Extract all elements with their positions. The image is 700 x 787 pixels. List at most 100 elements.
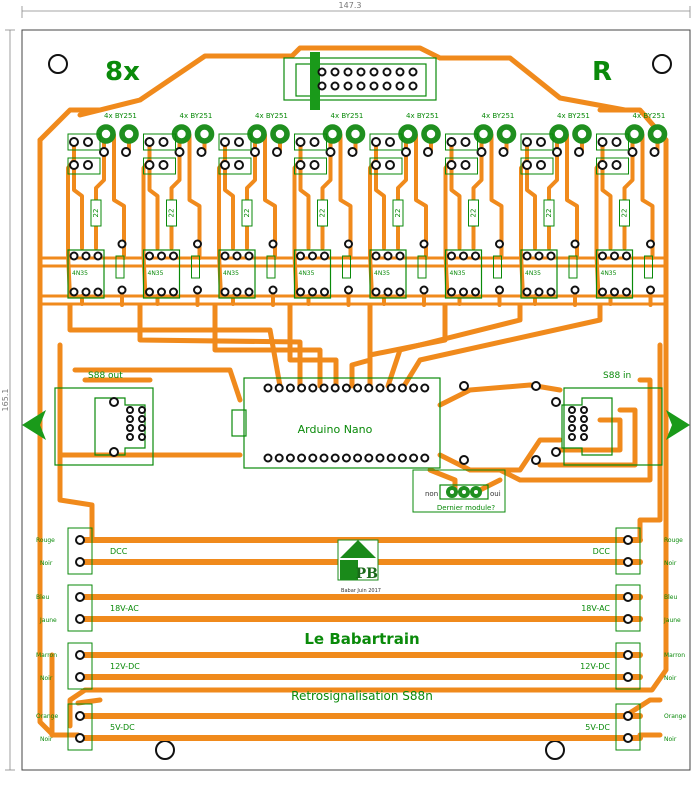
- pad: [81, 251, 91, 261]
- pad: [371, 251, 381, 261]
- pad: [646, 285, 655, 295]
- rail-name-right: 12V-DC: [580, 662, 610, 671]
- board-subtitle: Retrosignalisation S88n: [291, 689, 433, 703]
- channel-trace: [414, 133, 428, 260]
- pad: [580, 424, 588, 432]
- pad: [409, 383, 419, 393]
- pad: [551, 397, 561, 407]
- diode-outline: [218, 133, 252, 151]
- s88-in-label: S88 in: [603, 371, 631, 381]
- pad: [109, 397, 119, 407]
- width-dimension-label: 147.3: [339, 1, 362, 10]
- pad: [83, 137, 93, 147]
- pad: [285, 383, 295, 393]
- pad: [623, 650, 633, 660]
- resistor-outline: [90, 199, 102, 227]
- wire-color-bottom-left: Noir: [40, 560, 53, 567]
- ribbon-header: [283, 52, 437, 110]
- s88-in-connector: S88 in: [551, 371, 663, 466]
- last-module-jumper: non oui Dernier module?: [412, 469, 506, 513]
- side-resistor: [191, 255, 200, 279]
- pad: [460, 160, 471, 170]
- pad: [371, 137, 381, 147]
- resistor-value: 22: [621, 209, 629, 218]
- side-resistor: [266, 255, 276, 279]
- pad: [551, 447, 561, 457]
- pad: [646, 239, 655, 249]
- diode-outline: [520, 133, 554, 151]
- pad: [220, 287, 230, 297]
- resistor-outline: [241, 199, 253, 227]
- terminal-pad: [322, 124, 343, 144]
- pad: [274, 453, 284, 463]
- diode-outline: [67, 157, 101, 175]
- diode-outline: [143, 133, 176, 151]
- pad: [382, 81, 392, 91]
- pad: [622, 251, 631, 261]
- optocoupler-label: 4N35: [374, 270, 390, 277]
- pad: [568, 415, 576, 423]
- pad: [330, 453, 340, 463]
- pad: [356, 81, 366, 91]
- misc-pads: [459, 381, 541, 465]
- pad: [598, 251, 607, 261]
- pad: [580, 433, 588, 441]
- wire-color-bottom-right: Noir: [664, 675, 677, 682]
- terminal-block-right: [615, 584, 641, 632]
- channel-trace: [187, 133, 202, 260]
- wire-color-top-left: Orange: [36, 713, 58, 720]
- resistor-outline: [543, 199, 555, 227]
- pad: [353, 453, 363, 463]
- pad: [623, 711, 633, 721]
- diode-outline: [445, 133, 478, 151]
- channel-trace: [112, 133, 126, 260]
- diode-label: 4x BY251: [406, 112, 439, 120]
- diode-label: 4x BY251: [557, 112, 590, 120]
- terminal-block-left: [67, 584, 93, 632]
- pad: [459, 251, 468, 261]
- pad: [375, 453, 385, 463]
- wire-color-top-left: Rouge: [36, 537, 55, 544]
- pad: [268, 285, 278, 295]
- resistor-value: 22: [168, 209, 176, 218]
- pad: [232, 251, 242, 261]
- pad: [75, 733, 85, 743]
- wire-color-top-right: Bleu: [664, 594, 677, 601]
- pad: [69, 251, 79, 261]
- terminal-pad: [119, 124, 139, 144]
- pad: [244, 251, 254, 261]
- wire-color-top-right: Marron: [664, 652, 685, 659]
- resistor-outline: [392, 199, 404, 227]
- terminal-pad: [647, 124, 668, 144]
- diode-label: 4x BY251: [180, 112, 213, 120]
- resistor-value: 22: [394, 209, 402, 218]
- pad: [69, 287, 79, 297]
- terminal-pad: [496, 124, 517, 144]
- terminal-pad: [171, 124, 192, 144]
- wire-color-bottom-right: Jaune: [663, 617, 681, 624]
- diode-label: 4x BY251: [331, 112, 364, 120]
- optocoupler-outline: [293, 249, 332, 299]
- pad: [409, 453, 419, 463]
- pad: [341, 383, 351, 393]
- pad: [385, 137, 395, 147]
- pad: [75, 614, 85, 624]
- pad: [234, 137, 244, 147]
- terminal-pad: [194, 124, 215, 144]
- diode-outline: [596, 133, 629, 151]
- terminal-block-right: [615, 642, 641, 690]
- rail-name-left: 18V-AC: [110, 604, 139, 613]
- pad: [169, 251, 178, 261]
- optocoupler-label: 4N35: [299, 270, 315, 277]
- pad: [158, 137, 169, 147]
- pad: [369, 67, 379, 77]
- pad: [622, 287, 631, 297]
- pad: [364, 453, 374, 463]
- pad: [117, 285, 127, 295]
